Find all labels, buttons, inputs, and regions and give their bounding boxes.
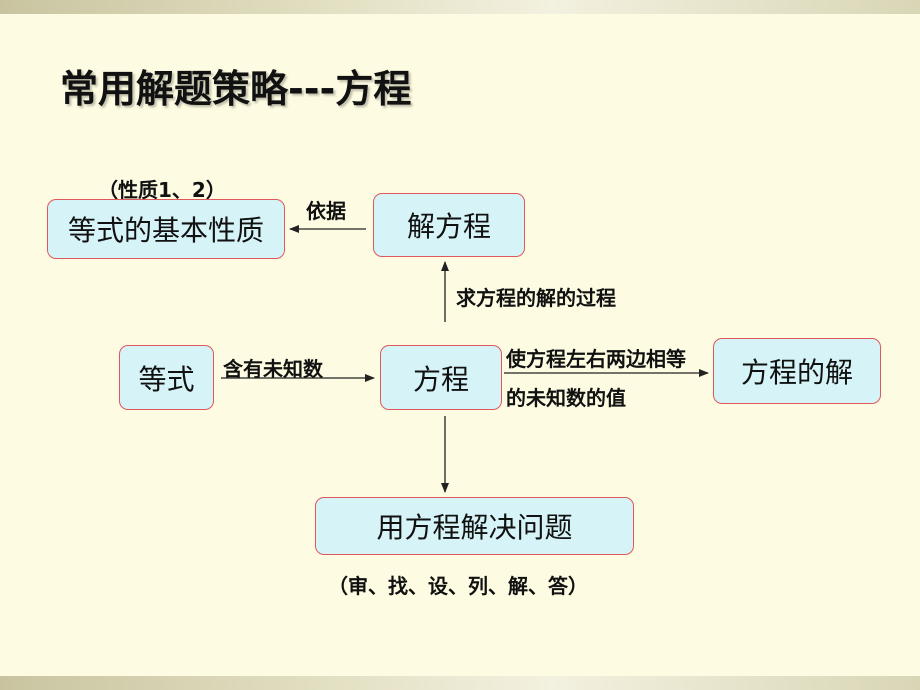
label-solve-process: 求方程的解的过程 <box>456 286 616 310</box>
node-solve: 解方程 <box>373 193 525 257</box>
node-equality: 等式 <box>119 345 214 410</box>
node-solution: 方程的解 <box>713 338 881 404</box>
application-steps: （审、找、设、列、解、答） <box>328 574 588 598</box>
label-solution-def-line1: 使方程左右两边相等 <box>506 347 686 371</box>
top-decor-band <box>0 0 920 14</box>
node-properties: 等式的基本性质 <box>47 199 285 259</box>
node-equation: 方程 <box>380 345 502 410</box>
label-solution-def-line2: 的未知数的值 <box>506 386 626 410</box>
properties-note: （性质1、2） <box>98 178 226 202</box>
slide-title: 常用解题策略---方程 <box>60 67 412 111</box>
bottom-decor-band <box>0 676 920 690</box>
label-contains-unknown: 含有未知数 <box>223 357 323 381</box>
label-basis: 依据 <box>306 199 346 223</box>
node-application: 用方程解决问题 <box>315 497 634 555</box>
